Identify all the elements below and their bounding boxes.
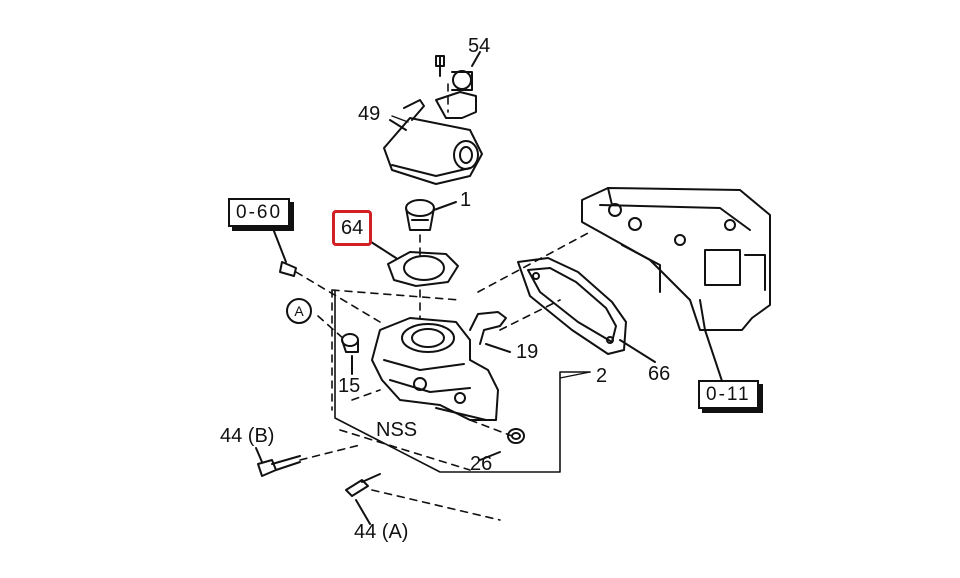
thermostat-housing xyxy=(371,311,511,421)
reference-box-0-60: 0-60 xyxy=(228,198,295,231)
reference-box-0-11: 0-11 xyxy=(698,380,763,413)
dashed-guides xyxy=(295,83,591,521)
callout-54: 54 xyxy=(468,35,491,57)
leader-lines xyxy=(391,115,591,379)
sensor-0-60 xyxy=(271,225,297,277)
callout-66: 66 xyxy=(648,363,671,385)
callout-44a: 44 (A) xyxy=(354,521,409,543)
gasket-64 xyxy=(367,239,459,287)
callout-15: 15 xyxy=(338,375,361,397)
assembly-bracket-2 xyxy=(334,289,591,473)
callout-2: 2 xyxy=(596,365,608,387)
callout-nss: NSS xyxy=(376,419,418,441)
water-outlet-49 xyxy=(383,99,483,185)
cylinder-head xyxy=(581,187,771,385)
callout-64-highlighted: 64 xyxy=(332,210,373,246)
callout-49: 49 xyxy=(358,103,381,125)
clip-54 xyxy=(435,51,481,119)
callout-19: 19 xyxy=(516,341,539,363)
gasket-66 xyxy=(517,257,656,363)
o-ring-26 xyxy=(479,428,525,461)
thermostat-1 xyxy=(405,199,457,231)
circle-a-marker: A xyxy=(286,298,312,324)
stud-44a xyxy=(345,473,381,525)
bolt-44b xyxy=(255,447,301,477)
callout-44b: 44 (B) xyxy=(220,425,275,447)
callout-1: 1 xyxy=(460,189,472,211)
sensor-15 xyxy=(341,333,359,375)
callout-26: 26 xyxy=(470,453,493,475)
